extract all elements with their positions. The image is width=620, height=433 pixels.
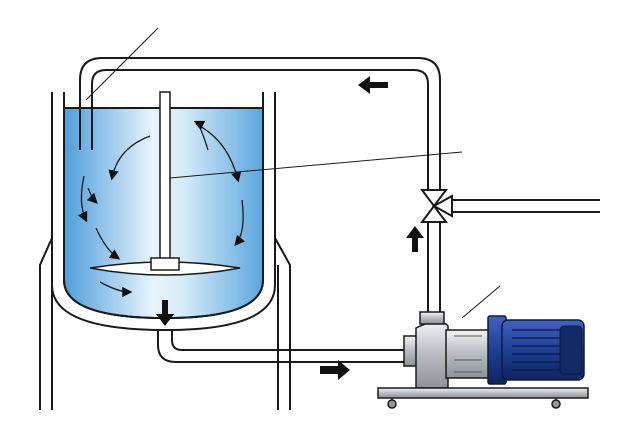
flow-arrow-icon xyxy=(156,300,174,326)
flow-arrow-icon xyxy=(406,226,424,252)
circulation-arrow-icon xyxy=(86,187,98,204)
circulation-arrow-icon xyxy=(95,227,121,260)
circulation-arrow-icon xyxy=(234,199,245,246)
three-way-valve-icon xyxy=(420,189,453,223)
circulation-arrow-icon xyxy=(108,135,151,181)
circulation-arrow-icon xyxy=(77,175,88,223)
inlet-pipe xyxy=(452,199,600,213)
return-pipe xyxy=(79,57,441,190)
pump xyxy=(403,311,491,389)
flow-arrow-icon xyxy=(358,76,388,94)
callout-line-return xyxy=(85,27,159,101)
base-frame xyxy=(377,387,589,409)
callout-line-pump xyxy=(461,285,501,319)
outlet-pipe xyxy=(157,330,412,363)
flow-arrow-icon xyxy=(320,360,350,380)
circulation-arrow-icon xyxy=(193,120,209,151)
circulation-arrows xyxy=(77,120,245,298)
motor xyxy=(487,315,585,385)
callout-lines xyxy=(85,27,501,319)
circulation-arrow-icon xyxy=(99,281,133,298)
callout-line-agitator xyxy=(169,151,463,179)
pump-discharge-pipe xyxy=(427,222,441,318)
flow-arrows xyxy=(156,76,424,380)
circulation-arrow-icon xyxy=(195,123,242,183)
